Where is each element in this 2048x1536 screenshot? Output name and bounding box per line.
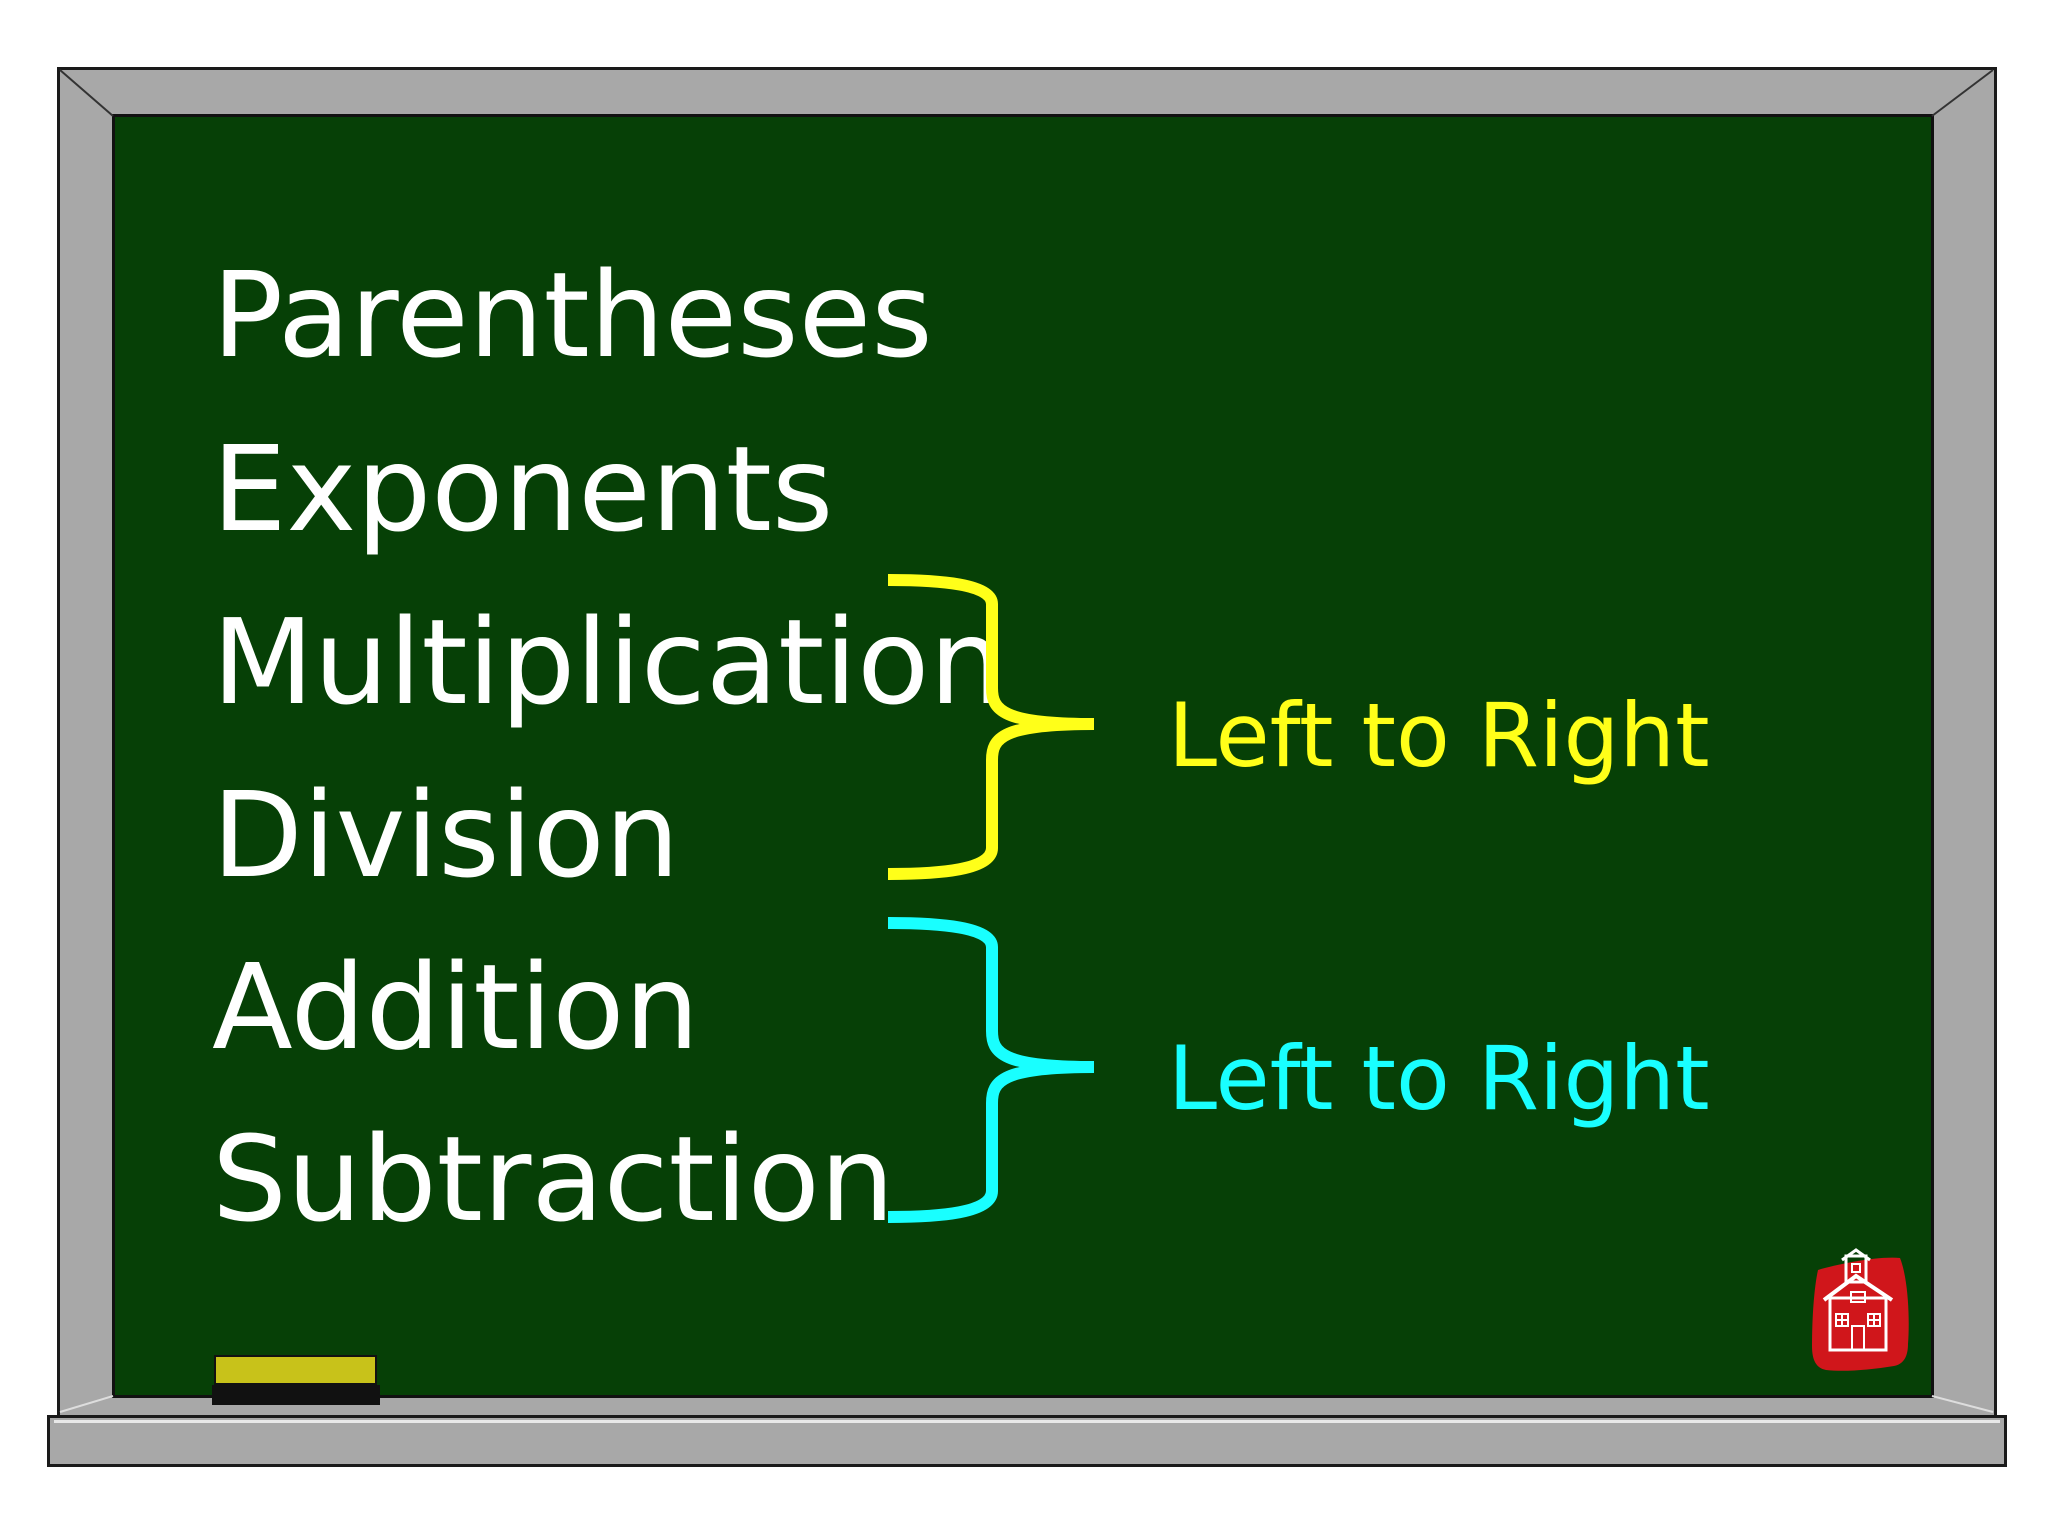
rule-left-to-right-add-subtract: Left to Right	[1168, 1027, 1710, 1130]
step-addition: Addition	[212, 938, 700, 1076]
step-parentheses: Parentheses	[212, 246, 933, 384]
chalk-ledge-highlight	[54, 1420, 2000, 1423]
schoolhouse-icon	[1812, 1248, 1909, 1371]
step-subtraction: Subtraction	[212, 1110, 895, 1248]
brace-multiplication-division	[887, 574, 1095, 880]
chalkboard	[112, 114, 1934, 1398]
brace-addition-subtraction	[887, 917, 1095, 1223]
eraser-base	[212, 1385, 380, 1405]
step-multiplication: Multiplication	[212, 593, 1005, 731]
chalk-ledge	[47, 1415, 2007, 1467]
step-exponents: Exponents	[212, 420, 834, 558]
eraser	[214, 1355, 377, 1385]
rule-left-to-right-multiply-divide: Left to Right	[1168, 684, 1710, 787]
step-division: Division	[212, 766, 680, 904]
